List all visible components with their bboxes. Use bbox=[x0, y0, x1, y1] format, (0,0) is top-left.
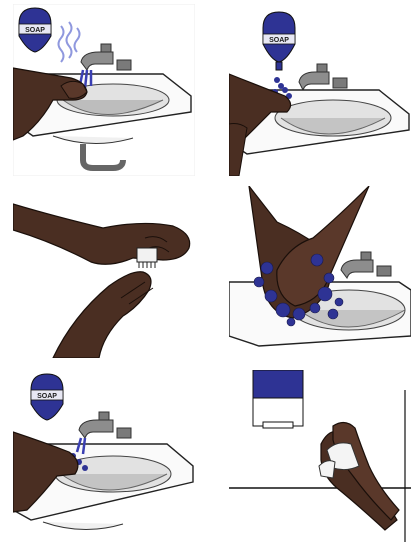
step-3-illustration bbox=[13, 186, 195, 358]
step-6-dry-hands-panel bbox=[229, 370, 411, 542]
soap-label: SOAP bbox=[25, 27, 45, 34]
step-5-illustration: SOAP bbox=[13, 370, 195, 542]
soap-label: SOAP bbox=[37, 393, 57, 400]
soap-label: SOAP bbox=[269, 37, 289, 44]
step-1-illustration: SOAP bbox=[13, 4, 195, 176]
paper-towel-corner bbox=[319, 461, 335, 478]
paper-towel-dispenser-icon bbox=[253, 370, 303, 428]
step-1-wet-hands-panel: SOAP bbox=[13, 4, 195, 176]
step-6-illustration bbox=[229, 370, 411, 542]
step-3-scrub-nails-panel bbox=[13, 186, 195, 358]
step-2-apply-soap-panel: SOAP bbox=[229, 4, 411, 176]
step-4-illustration bbox=[229, 186, 411, 358]
step-4-lather-panel bbox=[229, 186, 411, 358]
step-5-rinse-panel: SOAP bbox=[13, 370, 195, 542]
step-2-illustration: SOAP bbox=[229, 4, 411, 176]
